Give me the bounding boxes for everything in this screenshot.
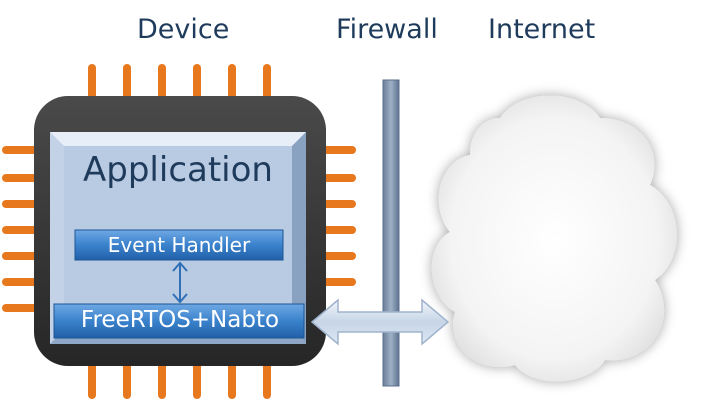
heading-device: Device [137,14,230,45]
internet-cloud [431,95,677,382]
heading-firewall: Firewall [336,14,438,45]
application-label: Application [83,150,273,190]
chip-pins-top [88,64,271,104]
event-handler-block [74,229,284,261]
event-handler-label: Event Handler [107,233,251,257]
freertos-nabto-label: FreeRTOS+Nabto [80,307,280,333]
vertical-double-arrow [172,261,188,304]
heading-internet: Internet [488,14,596,45]
horizontal-double-arrow [310,298,450,346]
freertos-nabto-block [53,303,305,339]
firewall-bar [382,79,400,387]
